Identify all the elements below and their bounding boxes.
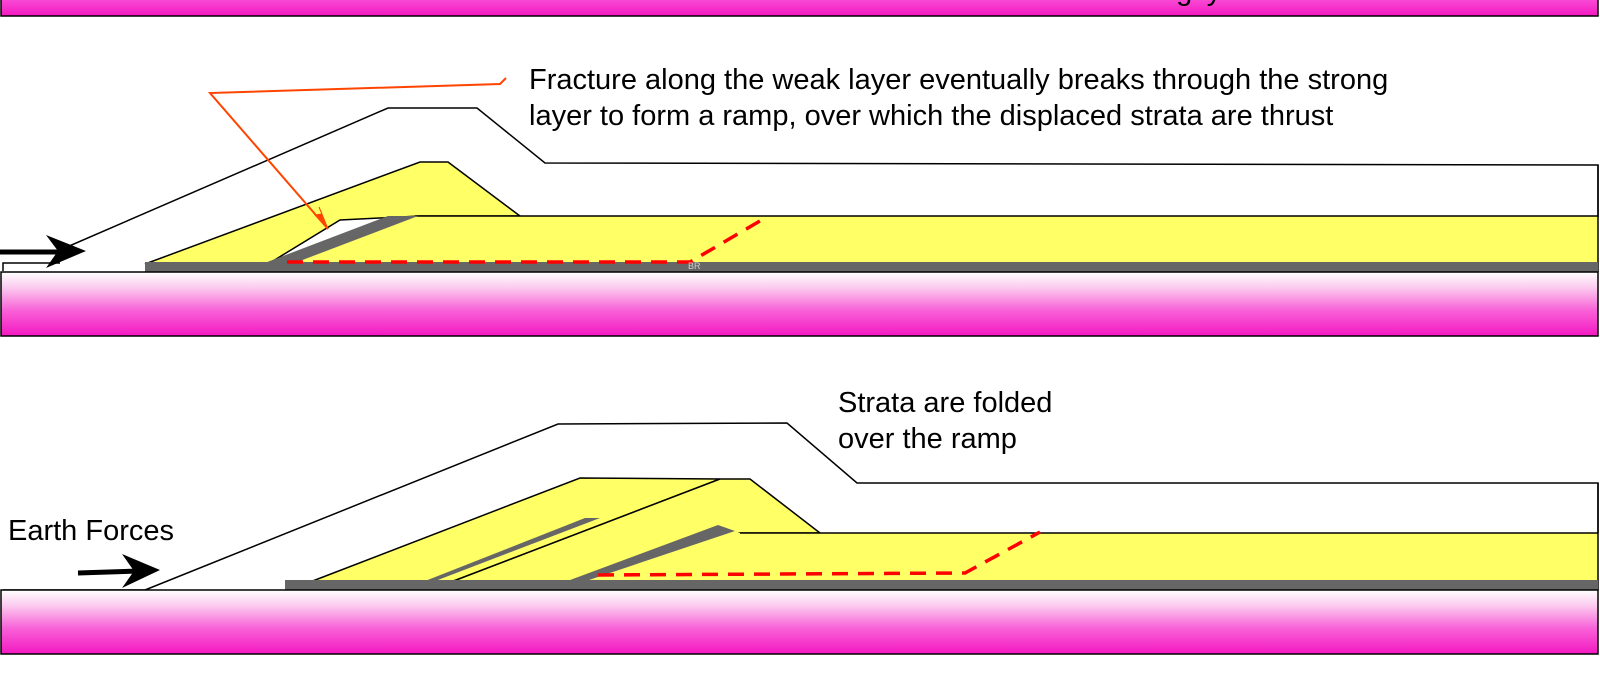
strong-layer [575,533,1598,580]
panel-2-caption-line-1: Fracture along the weak layer eventually… [529,64,1389,96]
upper-white-layer [3,108,1598,271]
weak-layer [145,262,1598,272]
basement-layer [0,0,1599,17]
panel-2-caption: Fracture along the weak layer eventually… [529,62,1509,134]
watermark: BR [688,261,701,271]
panel-1-remnant [0,0,1599,17]
weak-layer-ramp-2 [562,525,735,583]
basement-layer [0,271,1599,337]
panel-2-caption-line-2: layer to form a ramp, over which the dis… [529,100,1334,132]
panel-1-caption-fragment: ng ly [1160,0,1560,9]
fault-trace [287,216,766,264]
panel-3-caption-line-1: Strata are folded [838,387,1053,419]
weak-layer-ramp-1 [420,518,600,583]
leader-line [207,77,507,230]
panel-2 [0,77,1599,337]
panel-3-caption: Strata are folded over the ramp [838,385,1218,457]
earth-forces-label: Earth Forces [8,515,174,547]
upper-layer-outline [2,262,60,271]
basement-layer [0,589,1599,655]
upper-white-layer [145,423,1598,590]
strong-layer [290,216,1598,262]
leader-arrowhead [313,206,329,230]
panel-3-caption-line-2: over the ramp [838,423,1017,455]
weak-layer-ramp [262,216,418,264]
weak-layer [285,580,1598,590]
fault-trace [597,530,1041,577]
panel-3 [0,422,1599,655]
force-arrow [77,554,160,588]
force-arrow [0,235,86,268]
